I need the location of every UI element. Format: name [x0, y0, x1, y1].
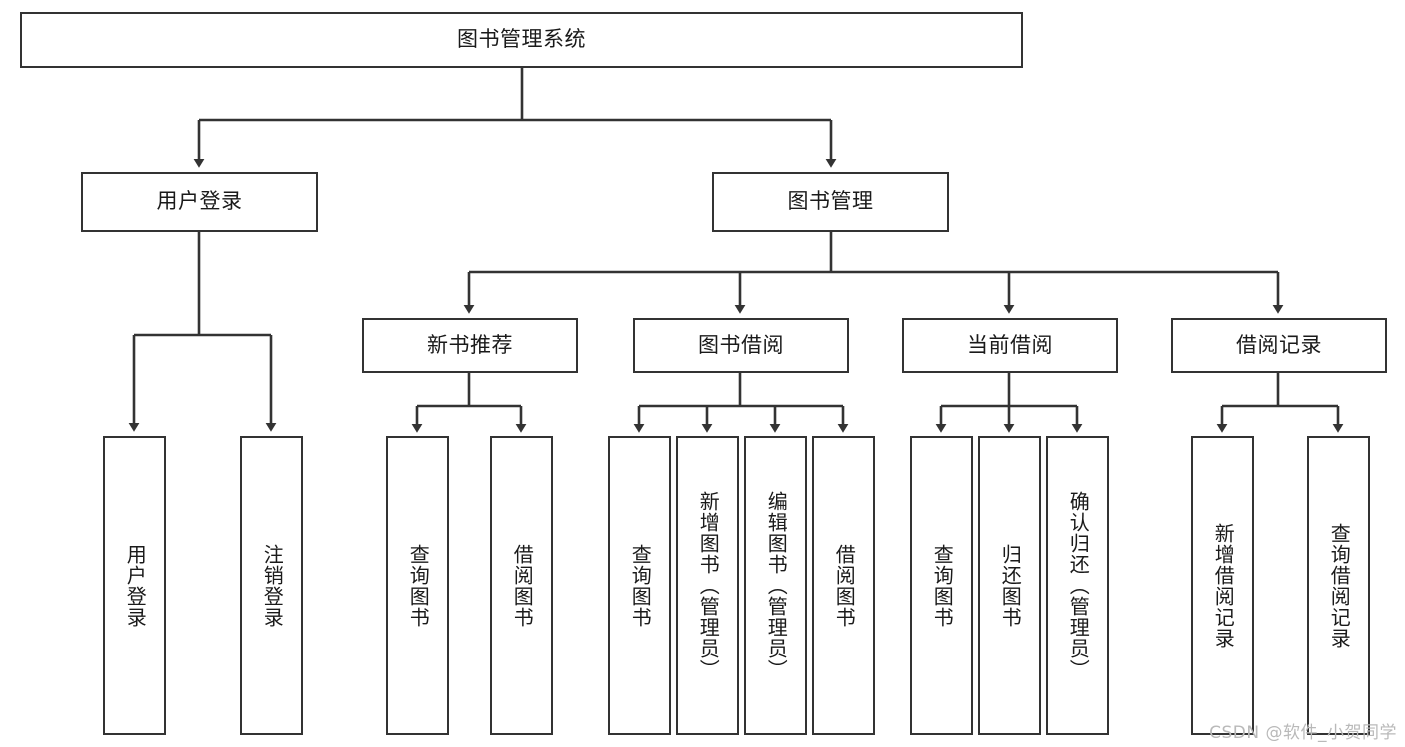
node-root-book-management-system[interactable]: 图书管理系统 — [20, 12, 1023, 68]
leaf-query-borrow-record[interactable]: 查询借阅记录 — [1307, 436, 1370, 735]
node-user-login[interactable]: 用户登录 — [81, 172, 318, 232]
node-label: 查询图书 — [628, 543, 653, 628]
leaf-borrow-book-recommend[interactable]: 借阅图书 — [490, 436, 553, 735]
node-label: 查询图书 — [406, 543, 431, 628]
node-label: 借阅图书 — [510, 543, 535, 628]
node-label: 确认归还（管理员） — [1066, 491, 1091, 680]
leaf-user-login[interactable]: 用户登录 — [103, 436, 166, 735]
leaf-query-book-recommend[interactable]: 查询图书 — [386, 436, 449, 735]
node-label: 新增图书（管理员） — [696, 491, 721, 680]
leaf-borrow-book[interactable]: 借阅图书 — [812, 436, 875, 735]
leaf-logout-login[interactable]: 注销登录 — [240, 436, 303, 735]
leaf-add-book-admin[interactable]: 新增图书（管理员） — [676, 436, 739, 735]
node-label: 当前借阅 — [967, 332, 1053, 357]
node-label: 归还图书 — [998, 543, 1023, 628]
leaf-return-book[interactable]: 归还图书 — [978, 436, 1041, 735]
node-label: 借阅记录 — [1236, 332, 1322, 357]
node-label: 图书管理 — [787, 189, 874, 214]
node-label: 借阅图书 — [832, 543, 857, 628]
leaf-edit-book-admin[interactable]: 编辑图书（管理员） — [744, 436, 807, 735]
leaf-query-book-borrow[interactable]: 查询图书 — [608, 436, 671, 735]
node-book-management[interactable]: 图书管理 — [712, 172, 949, 232]
node-current-borrow[interactable]: 当前借阅 — [902, 318, 1118, 373]
node-label: 用户登录 — [123, 543, 148, 628]
csdn-watermark: CSDN @软件_小贺同学 — [1209, 723, 1397, 743]
node-label: 查询借阅记录 — [1327, 522, 1352, 649]
node-label: 新增借阅记录 — [1211, 522, 1236, 649]
leaf-add-borrow-record[interactable]: 新增借阅记录 — [1191, 436, 1254, 735]
node-label: 注销登录 — [260, 543, 285, 628]
node-label: 编辑图书（管理员） — [764, 491, 789, 680]
node-new-book-recommend[interactable]: 新书推荐 — [362, 318, 578, 373]
node-book-borrow[interactable]: 图书借阅 — [633, 318, 849, 373]
leaf-confirm-return-admin[interactable]: 确认归还（管理员） — [1046, 436, 1109, 735]
node-label: 用户登录 — [156, 189, 243, 214]
node-label: 查询图书 — [930, 543, 955, 628]
node-label: 图书管理系统 — [457, 27, 586, 52]
leaf-query-book-current[interactable]: 查询图书 — [910, 436, 973, 735]
node-borrow-record[interactable]: 借阅记录 — [1171, 318, 1387, 373]
node-label: 图书借阅 — [698, 332, 784, 357]
node-label: 新书推荐 — [427, 332, 513, 357]
